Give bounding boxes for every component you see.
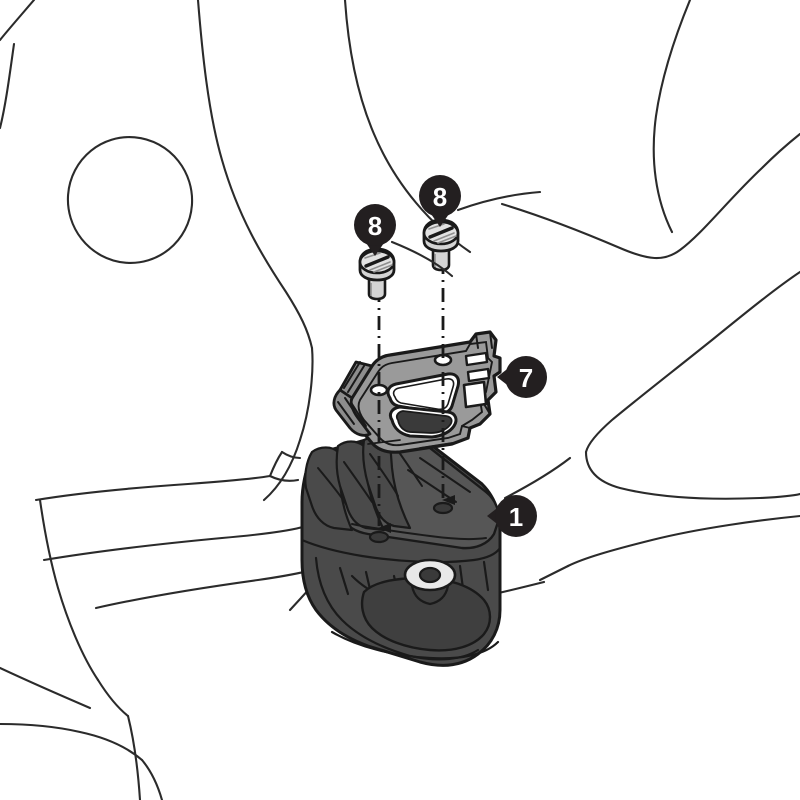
- bracket-step-slots: [462, 351, 491, 409]
- callout-label: 8: [433, 182, 447, 212]
- screw-right-hatching: [428, 223, 457, 244]
- leader-line-a: [390, 240, 454, 278]
- bracket-large-cutout-inner: [392, 378, 455, 411]
- bracket-edge-ribs: [467, 331, 501, 439]
- bracket-mounting-holes: [369, 353, 453, 397]
- callout-circle: [419, 175, 461, 217]
- callouts-layer: 8 8 7 1: [354, 175, 547, 537]
- leader-line-b: [456, 190, 542, 212]
- callout-leader-lines: [390, 190, 572, 500]
- callout-balloon-1[interactable]: 1: [487, 495, 537, 537]
- bracket-inner-outline: [357, 340, 494, 447]
- callout-label: 7: [519, 363, 533, 393]
- callout-balloon-8[interactable]: 8: [419, 175, 461, 227]
- screw-left-slot: [364, 255, 390, 268]
- bracket-oval-slot-shadow: [395, 410, 453, 434]
- part-screw-left: [358, 247, 396, 301]
- callout-circle: [354, 204, 396, 246]
- part-mounting-bracket: [332, 330, 502, 454]
- callout-balloon-8[interactable]: 8: [354, 204, 396, 256]
- footpeg-bottom-edge: [330, 630, 500, 660]
- screw-left-hatching: [364, 252, 393, 273]
- bracket-left-flange: [332, 360, 374, 437]
- leader-line-c: [503, 456, 572, 500]
- callout-label: 8: [368, 211, 382, 241]
- bracket-shading: [367, 425, 471, 449]
- callout-balloon-7[interactable]: 7: [497, 356, 547, 398]
- footpeg-pivot-washer: [403, 558, 457, 606]
- assembly-centerlines: [377, 260, 455, 533]
- callout-label: 1: [509, 502, 523, 532]
- callout-circle: [495, 495, 537, 537]
- part-footpeg: [300, 431, 502, 667]
- callout-circle: [505, 356, 547, 398]
- screw-right-slot: [428, 226, 454, 239]
